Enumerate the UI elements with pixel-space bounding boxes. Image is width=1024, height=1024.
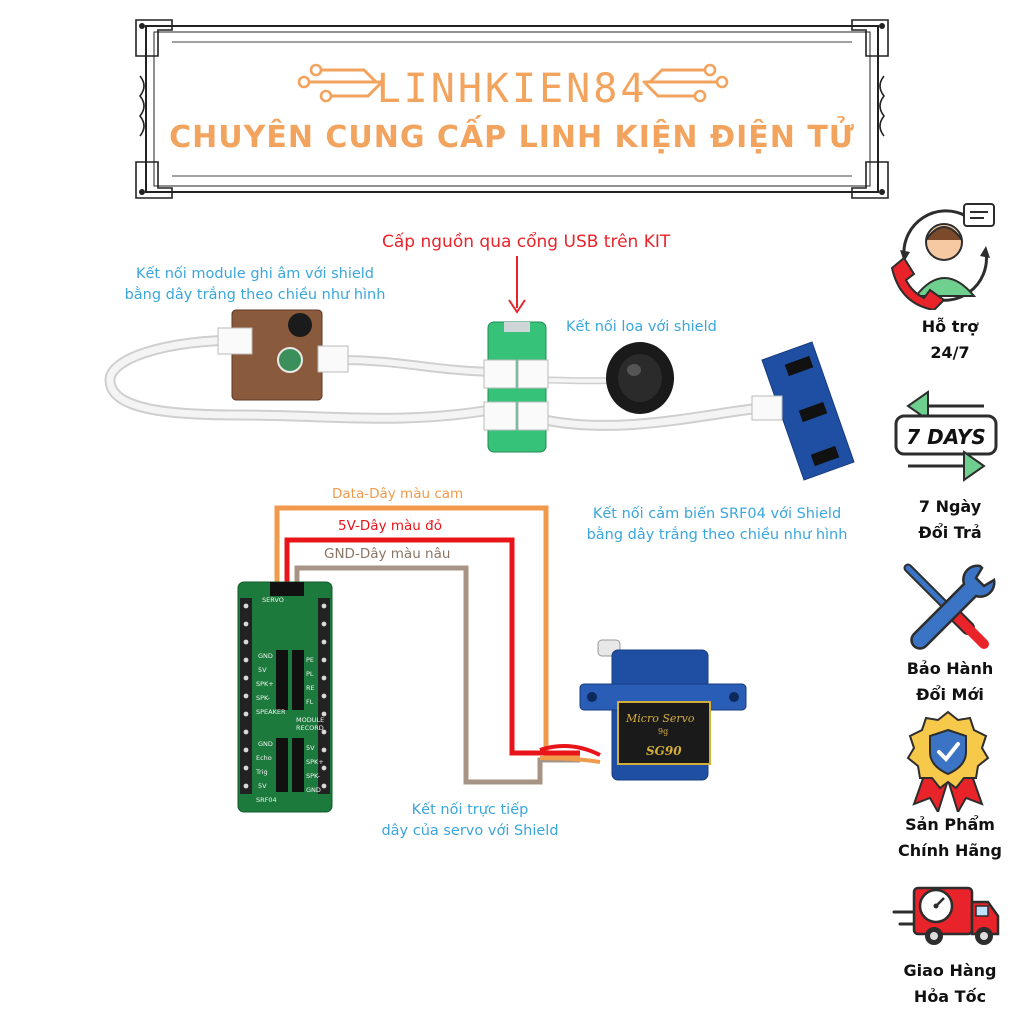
- arrow-down-icon: [508, 299, 526, 314]
- return-7-days-icon: 7 DAYS: [894, 390, 998, 482]
- shield-label: GND: [258, 740, 273, 748]
- service-genuine-label: Sản Phẩm Chính Hãng: [898, 815, 1002, 860]
- service-warranty-label: Bảo Hành Đổi Mới: [906, 659, 994, 704]
- shield-label: MODULE: [296, 716, 324, 724]
- shield-label: SPK+: [306, 758, 324, 766]
- delivery-truck-icon: [892, 886, 1000, 945]
- servo-part-label: SG90: [646, 744, 682, 758]
- servo-note: Kết nối trực tiếp dây của servo với Shie…: [381, 802, 559, 839]
- record-module: [217, 309, 349, 401]
- record-module-note: Kết nối module ghi âm với shield bằng dâ…: [124, 266, 386, 303]
- wire-label-vcc: 5V-Dây màu đỏ: [338, 518, 442, 534]
- shield-label: RECORD: [296, 724, 324, 732]
- shield-label: PE: [306, 656, 314, 664]
- shield-label: SERVO: [262, 596, 284, 604]
- speaker-note: Kết nối loa với shield: [566, 319, 717, 335]
- srf04-sensor: [751, 341, 855, 481]
- wire-vcc: [284, 537, 580, 756]
- badge-7-days: 7 DAYS: [906, 425, 986, 449]
- shield-label: FL: [306, 698, 314, 706]
- wire-label-gnd: GND-Dây màu nâu: [324, 546, 451, 562]
- speaker: [606, 342, 674, 414]
- wiring-diagram: SERVO GND 5V SPK+ SPK- SPEAKER GND Echo …: [104, 256, 855, 813]
- usb-power-note: Cấp nguồn qua cổng USB trên KIT: [382, 232, 671, 252]
- srf04-note: Kết nối cảm biến SRF04 với Shield bằng d…: [586, 506, 848, 543]
- brand-name: LINHKIEN84: [376, 66, 648, 112]
- shield-label: 5V: [258, 666, 267, 674]
- shield-label: SPK-: [306, 772, 321, 780]
- servo-wires: [274, 505, 601, 785]
- header-banner: LINHKIEN84 CHUYÊN CUNG CẤP LINH KIỆN ĐIỆ…: [132, 16, 892, 202]
- genuine-badge-icon: [906, 710, 990, 812]
- wire-gnd: [294, 565, 580, 785]
- shield-label: Trig: [255, 768, 268, 776]
- shield-label: Echo: [256, 754, 272, 762]
- service-return-label: 7 Ngày Đổi Trả: [918, 497, 982, 542]
- brand-tagline: CHUYÊN CUNG CẤP LINH KIỆN ĐIỆN TỬ: [169, 120, 855, 155]
- shield-board: SERVO GND 5V SPK+ SPK- SPEAKER GND Echo …: [237, 581, 333, 813]
- shield-label: PL: [306, 670, 314, 678]
- service-delivery-label: Giao Hàng Hỏa Tốc: [903, 961, 997, 1006]
- shield-label: 5V: [306, 744, 315, 752]
- kit-board: [483, 321, 549, 453]
- white-cable-harness: [104, 334, 766, 431]
- service-support-label: Hỗ trợ 24/7: [921, 317, 979, 362]
- shield-label: SRF04: [256, 796, 277, 804]
- shield-label: RE: [306, 684, 315, 692]
- shield-label: SPK-: [256, 694, 271, 702]
- tools-icon: [903, 563, 996, 650]
- shield-label: SPEAKER: [256, 708, 286, 716]
- shield-label: SPK+: [256, 680, 274, 688]
- shield-label: 5V: [258, 782, 267, 790]
- shield-label: GND: [306, 786, 321, 794]
- shield-label: GND: [258, 652, 273, 660]
- servo-model-label: Micro Servo: [625, 712, 695, 725]
- servo-weight-label: 9g: [658, 727, 668, 736]
- support-agent-icon: [890, 203, 995, 310]
- ornamental-frame: [135, 19, 889, 199]
- servo-sg90: Micro Servo 9g SG90: [579, 639, 747, 781]
- wire-label-data: Data-Dây màu cam: [332, 486, 464, 502]
